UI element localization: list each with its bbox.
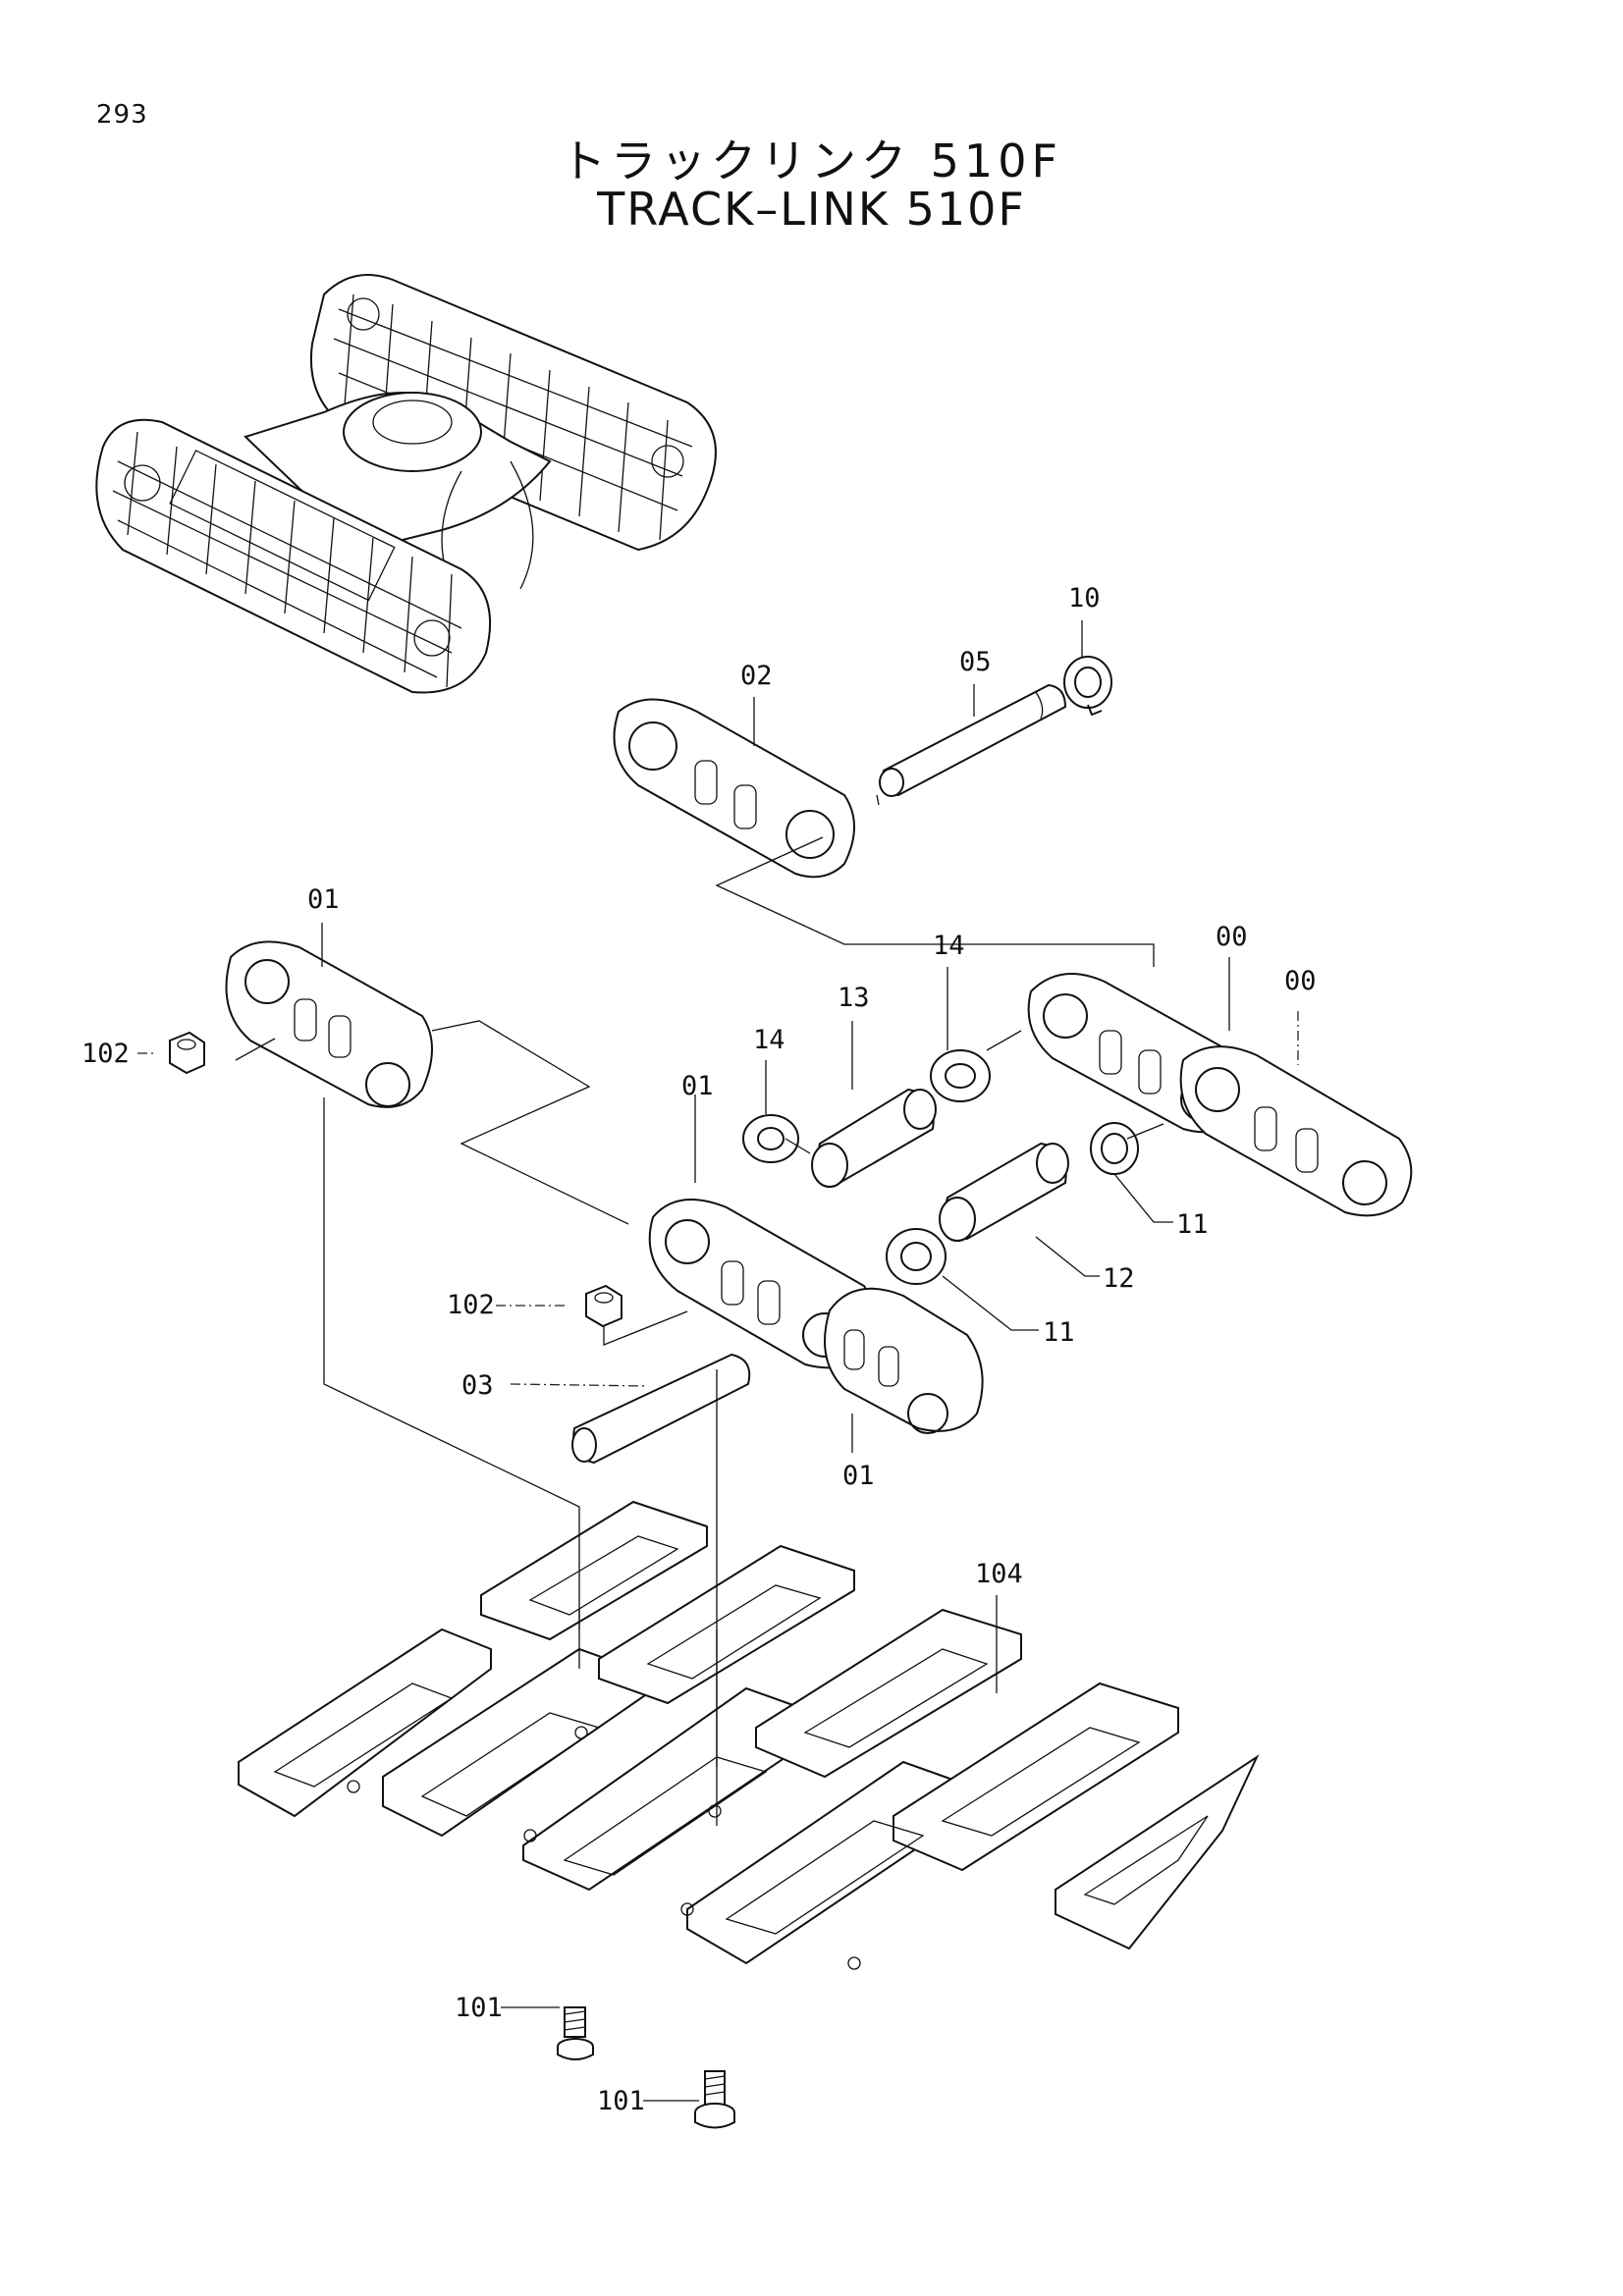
callout-104: 104: [975, 1559, 1023, 1589]
callout-02: 02: [740, 661, 773, 691]
callout-01-center: 01: [681, 1071, 714, 1101]
seal-part-11-right: [1090, 1122, 1139, 1175]
title-japanese: トラックリンク 510F: [561, 134, 1062, 187]
master-pin-part-03: [571, 1353, 751, 1465]
callout-14-left: 14: [753, 1025, 785, 1055]
track-pin-part-05: [879, 683, 1067, 797]
track-link-part-01-left: [225, 940, 433, 1108]
assembly-guide-lines: [235, 794, 1164, 1826]
nut-part-102-upper: [169, 1031, 205, 1075]
callout-10: 10: [1068, 583, 1101, 614]
callout-101-upper: 101: [455, 1993, 503, 2023]
callout-12: 12: [1103, 1263, 1135, 1294]
callout-05: 05: [959, 647, 992, 677]
callout-00-lower: 00: [1284, 966, 1317, 996]
callout-102-upper: 102: [81, 1039, 130, 1069]
bolt-part-101-upper: [557, 2006, 594, 2060]
callout-01-left: 01: [307, 884, 340, 915]
track-link-part-01-lower: [824, 1287, 984, 1434]
bushing-part-13: [811, 1088, 937, 1188]
seal-part-14-left: [742, 1114, 799, 1163]
callout-101-lower: 101: [597, 2086, 645, 2116]
callout-102-lower: 102: [447, 1290, 495, 1320]
callout-11-right: 11: [1176, 1209, 1209, 1240]
track-shoes-part-104: [238, 1500, 1260, 1970]
callout-03: 03: [461, 1370, 494, 1401]
callout-01-lower: 01: [842, 1461, 875, 1491]
nut-part-102-lower: [585, 1284, 622, 1328]
callout-11-left: 11: [1043, 1317, 1075, 1348]
callout-labels: 10 05 02 01 00 00 14 13 14 01 102 11 12 …: [81, 583, 1317, 2116]
page-number: 293: [96, 100, 148, 130]
bushing-part-12: [939, 1142, 1069, 1242]
bolt-part-101-lower: [694, 2070, 735, 2129]
seal-part-11-left: [886, 1228, 947, 1285]
leader-lines: [137, 620, 1299, 2102]
undercarriage-overview-illustration: [95, 274, 717, 694]
callout-14-right: 14: [933, 931, 965, 961]
track-link-part-00-lower: [1179, 1045, 1413, 1217]
seal-part-14-right: [930, 1049, 991, 1102]
callout-00-upper: 00: [1216, 922, 1248, 952]
snap-ring-part-10: [1063, 656, 1112, 717]
title-english: TRACK–LINK 510F: [597, 183, 1026, 236]
track-link-part-02: [613, 698, 855, 879]
callout-13: 13: [838, 983, 870, 1013]
